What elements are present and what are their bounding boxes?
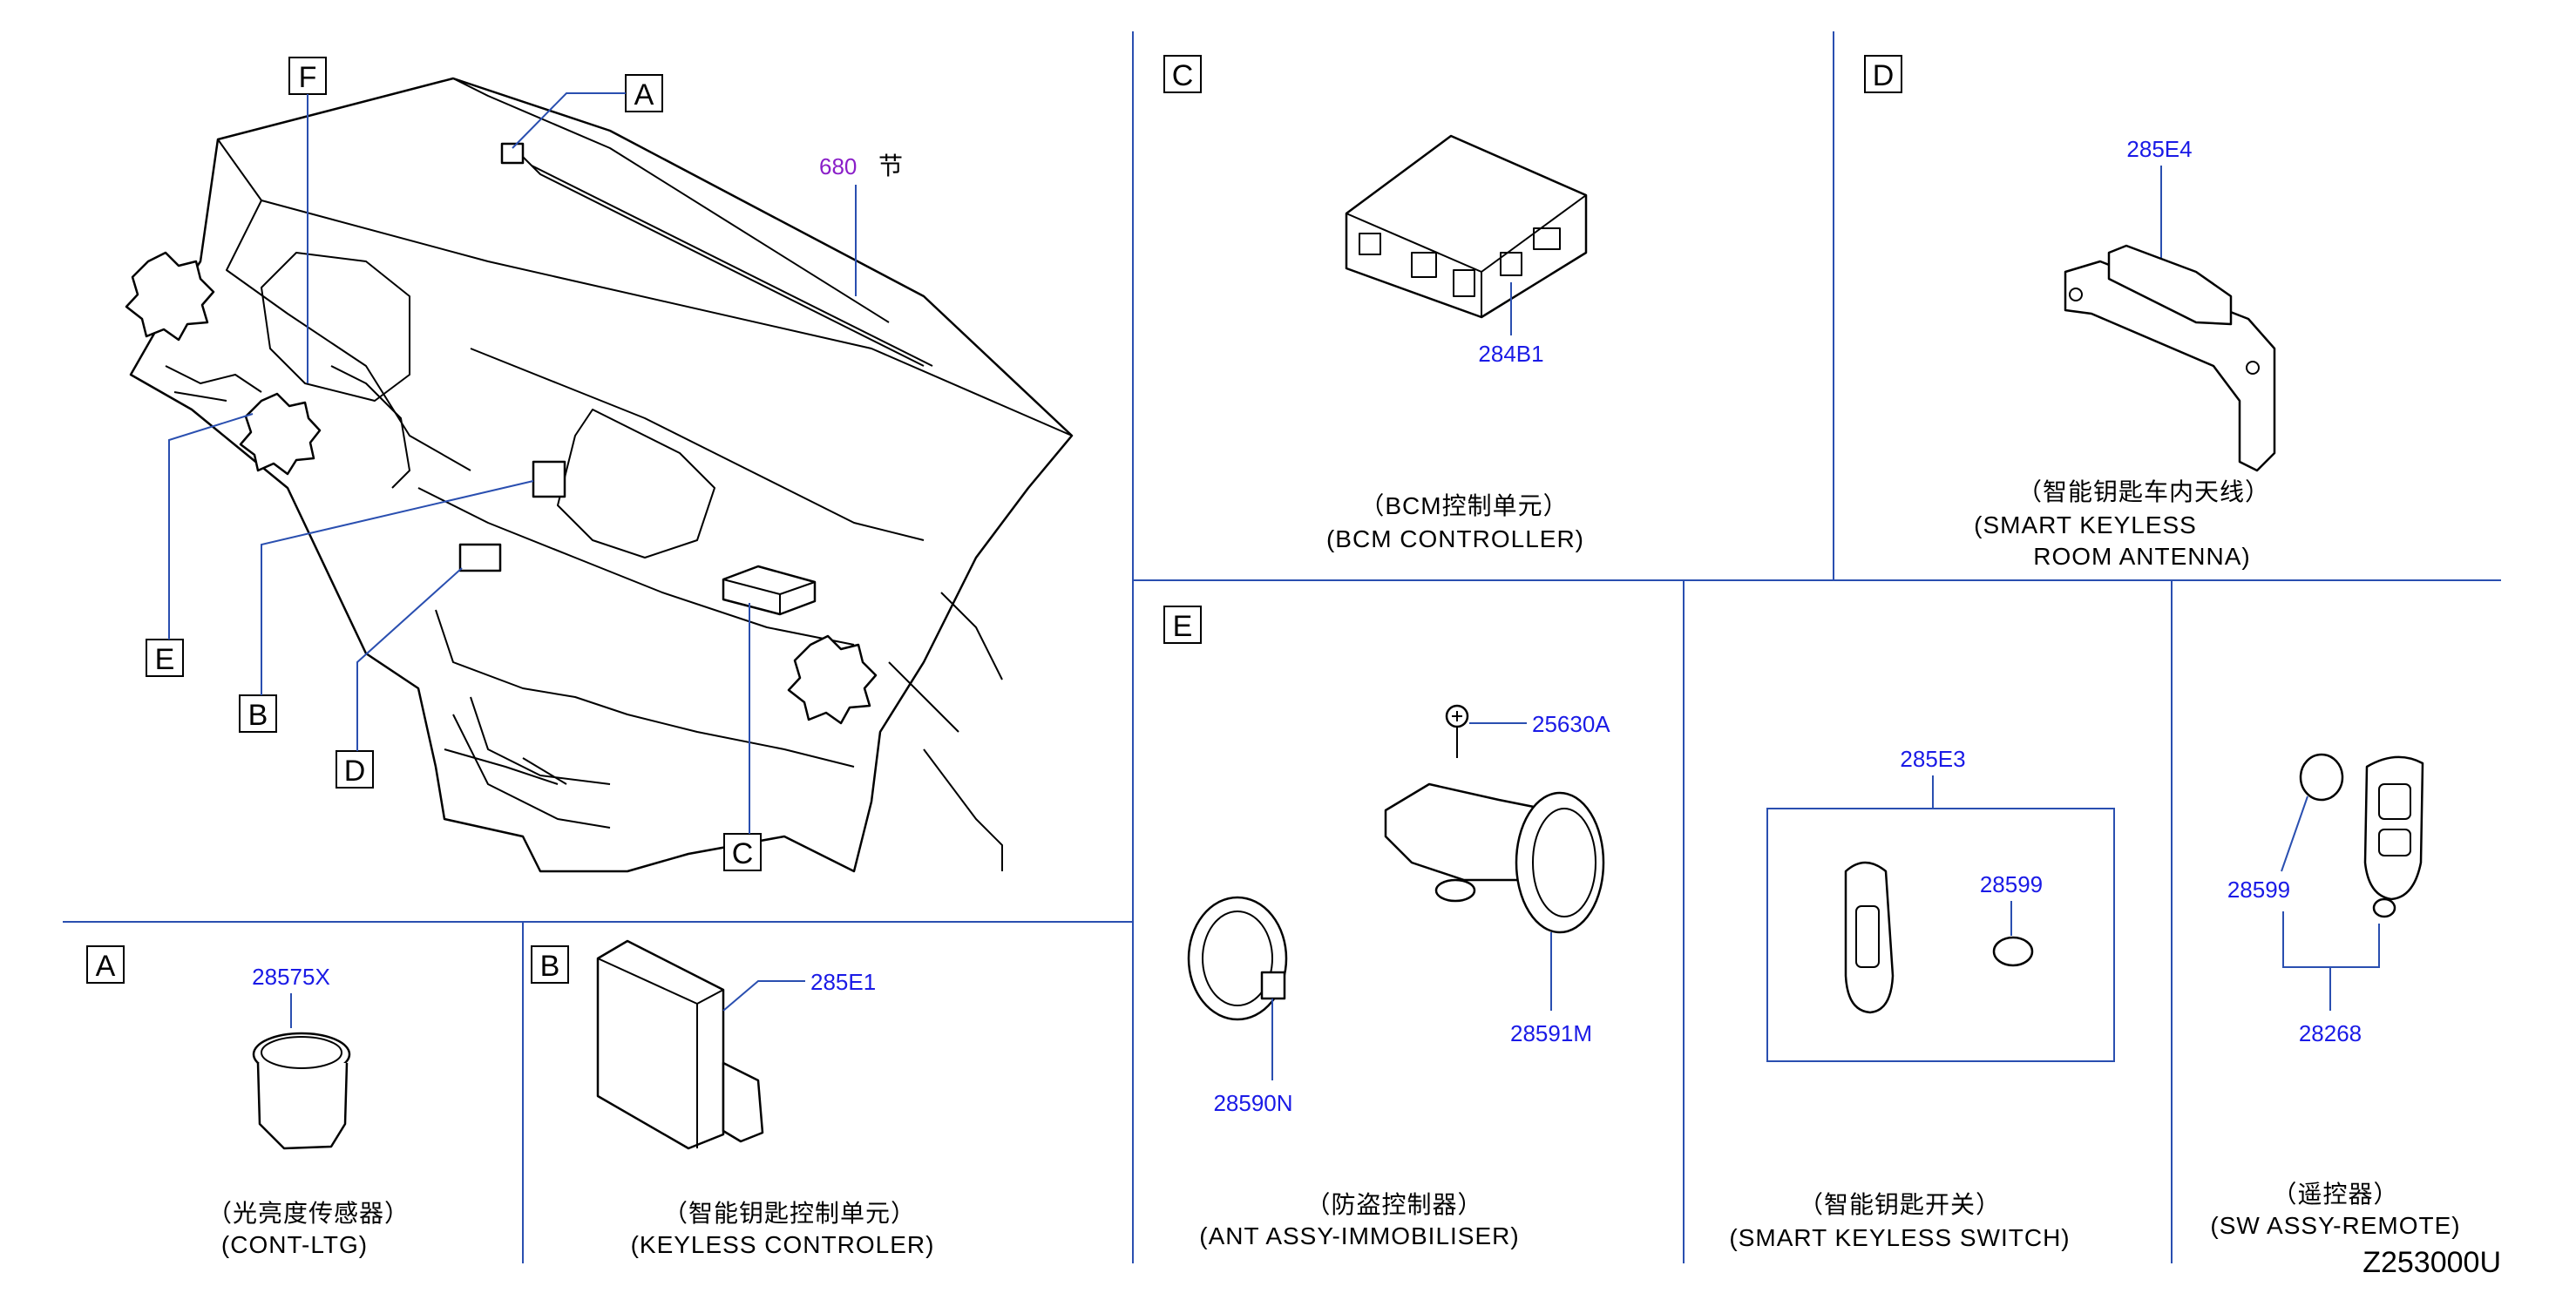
part-number-285e3: 285E3 xyxy=(1900,746,1965,772)
panel-b: B 285E1 （智能钥匙控制单元） (KEYLESS CONTROLER) xyxy=(531,939,935,1258)
part-number-285e4: 285E4 xyxy=(2126,136,2192,162)
panel-a-letter: A xyxy=(96,950,116,983)
panel-d-caption-en-2: ROOM ANTENNA) xyxy=(2033,543,2250,570)
callout-b: B xyxy=(248,699,268,732)
panel-a-caption-cn: （光亮度传感器） xyxy=(207,1200,410,1227)
overview-callouts: F A E B D C 680 节 xyxy=(146,57,904,871)
panel-e-caption-en: (ANT ASSY-IMMOBILISER) xyxy=(1199,1222,1519,1249)
diagram-code: Z253000U xyxy=(2362,1246,2501,1279)
callout-e: E xyxy=(155,643,175,676)
part-number-28268: 28268 xyxy=(2299,1020,2362,1046)
callout-a: A xyxy=(634,78,654,112)
panel-remote: 28599 28268 （遥控器） (SW ASSY-REMOTE) xyxy=(2210,753,2460,1239)
switch-caption-cn: （智能钥匙开关） xyxy=(1799,1191,2001,1218)
panel-a-caption-en: (CONT-LTG) xyxy=(221,1231,368,1258)
part-number-284b1: 284B1 xyxy=(1478,341,1543,367)
remote-caption-en: (SW ASSY-REMOTE) xyxy=(2210,1212,2460,1239)
panel-d-letter: D xyxy=(1873,59,1895,92)
panel-c-caption-en: (BCM CONTROLLER) xyxy=(1326,525,1584,552)
part-number-28599-remote: 28599 xyxy=(2227,877,2290,903)
panel-separators xyxy=(63,31,2501,1263)
panel-b-caption-en: (KEYLESS CONTROLER) xyxy=(631,1231,935,1258)
part-number-28599-coin: 28599 xyxy=(1980,871,2043,897)
panel-a: A 28575X （光亮度传感器） (CONT-LTG) xyxy=(86,945,410,1258)
remote-caption-cn: （遥控器） xyxy=(2272,1181,2398,1208)
part-number-28575x: 28575X xyxy=(252,964,330,990)
ref-suffix: 节 xyxy=(878,152,904,179)
panel-b-caption-cn: （智能钥匙控制单元） xyxy=(663,1200,916,1227)
part-number-28590n: 28590N xyxy=(1213,1090,1292,1116)
callout-d: D xyxy=(344,755,366,788)
panel-e-caption-cn: （防盗控制器） xyxy=(1305,1191,1482,1218)
panel-c-letter: C xyxy=(1172,59,1194,92)
panel-e: E 25630A 28591M 28590N （防盗控制器） (ANT ASSY… xyxy=(1163,606,1610,1249)
callout-f: F xyxy=(299,61,317,94)
panel-c: C 284B1 （BCM控制单元） (BCM CONTROLLER) xyxy=(1163,55,1588,552)
panel-d-caption-cn: （智能钥匙车内天线） xyxy=(2017,478,2270,505)
part-number-28591m: 28591M xyxy=(1510,1020,1592,1046)
panel-d: D 285E4 （智能钥匙车内天线） (SMART KEYLESS ROOM A… xyxy=(1864,55,2276,570)
ref-number-680: 680 xyxy=(819,153,857,179)
instrument-panel-drawing xyxy=(125,77,1074,873)
panel-smart-key-switch: 285E3 28599 （智能钥匙开关） (SMART KEYLESS SWIT… xyxy=(1729,746,2115,1251)
panel-d-caption-en-1: (SMART KEYLESS xyxy=(1974,511,2197,538)
callout-c: C xyxy=(732,837,754,870)
panel-b-letter: B xyxy=(540,950,560,983)
part-number-285e1: 285E1 xyxy=(810,969,876,995)
part-number-25630a: 25630A xyxy=(1532,711,1610,737)
panel-c-caption-cn: （BCM控制单元） xyxy=(1359,492,1568,519)
panel-e-letter: E xyxy=(1173,610,1193,643)
switch-caption-en: (SMART KEYLESS SWITCH) xyxy=(1729,1224,2070,1251)
